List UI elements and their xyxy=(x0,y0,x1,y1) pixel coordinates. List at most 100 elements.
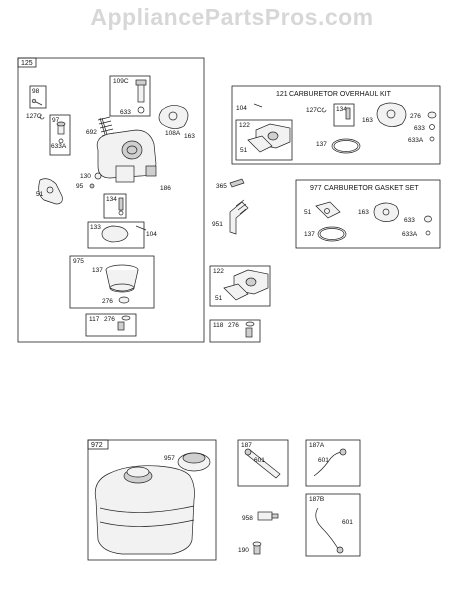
part-692-label: 692 xyxy=(86,129,97,136)
part-975-label: 975 xyxy=(73,258,84,265)
part-133-box[interactable] xyxy=(87,221,145,249)
part-51-standalone-gasket-icon xyxy=(223,283,249,301)
kit-51-label: 51 xyxy=(240,147,248,154)
overhaul-kit-frame[interactable] xyxy=(231,85,441,165)
kit-633-seal-icon xyxy=(429,124,435,130)
part-108a-label: 108A xyxy=(165,130,181,137)
gasket-633a-label: 633A xyxy=(402,231,418,238)
kit-122-box xyxy=(235,119,293,161)
part-97-label: 97 xyxy=(52,117,60,124)
part-187-box[interactable] xyxy=(237,439,289,487)
watermark: AppliancePartsPros.com xyxy=(90,4,374,30)
fuel-tank-seam2-icon xyxy=(99,519,195,527)
gasket-163-icon xyxy=(373,202,399,222)
part-118-276-label: 276 xyxy=(228,322,239,329)
part-97-cap-icon xyxy=(56,121,66,127)
part-958-label: 958 xyxy=(242,515,253,522)
part-187a-box[interactable] xyxy=(305,439,361,487)
gasket-163-label: 163 xyxy=(358,209,369,216)
part-951-bracket-icon[interactable] xyxy=(229,201,249,235)
kit-134-label: 134 xyxy=(336,106,347,113)
part-633a-oring-icon xyxy=(58,138,64,144)
kit-137-label: 137 xyxy=(316,141,327,148)
kit-163-hole-icon xyxy=(386,109,396,119)
kit-127c-label: 127C xyxy=(306,107,322,114)
gasket-set-number: 977 xyxy=(310,185,322,192)
part-117-box[interactable] xyxy=(85,313,137,337)
kit-163-gasket-icon xyxy=(376,102,407,127)
fuel-tank-group: 972 957 xyxy=(87,439,217,561)
part-137-bowl-icon xyxy=(105,269,139,292)
part-187a-label: 187A xyxy=(309,442,325,449)
carburetor-bore-icon xyxy=(126,145,138,155)
part-51-hole-icon xyxy=(46,186,54,194)
gasket-set-frame[interactable] xyxy=(295,179,441,249)
part-133-label: 133 xyxy=(90,224,101,231)
part-975-box[interactable] xyxy=(69,255,155,309)
part-187-601-label: 601 xyxy=(254,457,265,464)
part-51-label: 51 xyxy=(36,191,44,198)
gasket-137-label: 137 xyxy=(304,231,315,238)
part-365-screw-icon[interactable] xyxy=(229,178,245,188)
kit-633a-oring-icon xyxy=(429,136,435,142)
kit-137-ring-inner-icon xyxy=(333,140,359,152)
part-98-box[interactable] xyxy=(29,85,47,109)
part-163-hole-icon xyxy=(168,111,178,121)
kit-134-needle-icon xyxy=(345,107,351,120)
kit-633-label: 633 xyxy=(414,125,425,132)
part-95-icon xyxy=(89,183,95,189)
part-118-box[interactable] xyxy=(209,319,261,343)
gasket-633a-oring-icon xyxy=(425,230,431,236)
part-104-label: 104 xyxy=(146,231,157,238)
part-692-coil-icon xyxy=(97,116,115,137)
part-51-gasket-icon xyxy=(38,178,63,205)
part-276-washer-icon xyxy=(118,296,130,304)
kit-163-label: 163 xyxy=(362,117,373,124)
part-187a-clamp-icon xyxy=(339,448,347,456)
part-163-gasket-icon xyxy=(158,105,189,129)
part-117-276-label: 276 xyxy=(104,316,115,323)
kit-122-bore-icon xyxy=(267,131,279,141)
part-118-label: 118 xyxy=(213,322,224,329)
part-109c-box[interactable] xyxy=(109,75,151,117)
part-957-cap-top-icon xyxy=(182,452,206,464)
gasket-633-label: 633 xyxy=(404,217,415,224)
carburetor-throat-icon xyxy=(121,140,143,160)
part-163-label: 163 xyxy=(184,133,195,140)
gasket-137-ring-icon xyxy=(317,226,347,242)
part-122-box[interactable] xyxy=(209,265,271,307)
kit-276-washer-icon xyxy=(427,111,437,119)
part-97-box[interactable] xyxy=(49,114,71,156)
carburetor-group-number: 125 xyxy=(21,60,33,67)
part-187a-601-label: 601 xyxy=(318,457,329,464)
part-122-label: 122 xyxy=(213,268,224,275)
part-187a-hose-icon xyxy=(313,451,345,477)
overhaul-kit-number: 121 xyxy=(276,91,288,98)
part-134-box[interactable] xyxy=(103,193,127,219)
part-109c-label: 109C xyxy=(113,78,129,85)
part-51-standalone-label: 51 xyxy=(215,295,223,302)
part-104-pin-icon xyxy=(135,225,147,231)
fuel-tank-frame[interactable] xyxy=(87,439,217,561)
fuel-tank-seam-icon xyxy=(99,505,195,513)
part-186-solenoid-icon xyxy=(145,165,157,177)
gasket-633-seal-icon xyxy=(424,215,432,223)
part-190-cap-icon xyxy=(252,541,262,547)
part-951-label: 951 xyxy=(212,221,223,228)
part-98-head-icon xyxy=(31,98,37,104)
part-118-washer-icon xyxy=(245,321,255,327)
part-137-label: 137 xyxy=(92,267,103,274)
part-276-label: 276 xyxy=(102,298,113,305)
part-187b-box[interactable] xyxy=(305,493,361,557)
kit-134-box xyxy=(333,103,355,127)
part-958-valve-icon[interactable] xyxy=(257,511,273,521)
part-98-label: 98 xyxy=(32,88,40,95)
gasket-51-hole-icon xyxy=(324,208,330,214)
part-190-label: 190 xyxy=(238,547,249,554)
fuel-tank-tag xyxy=(87,439,109,450)
part-109c-head-icon xyxy=(135,79,147,86)
part-186-label: 186 xyxy=(160,185,171,192)
part-127c-clip-icon xyxy=(39,114,45,120)
part-130-icon xyxy=(94,172,102,180)
